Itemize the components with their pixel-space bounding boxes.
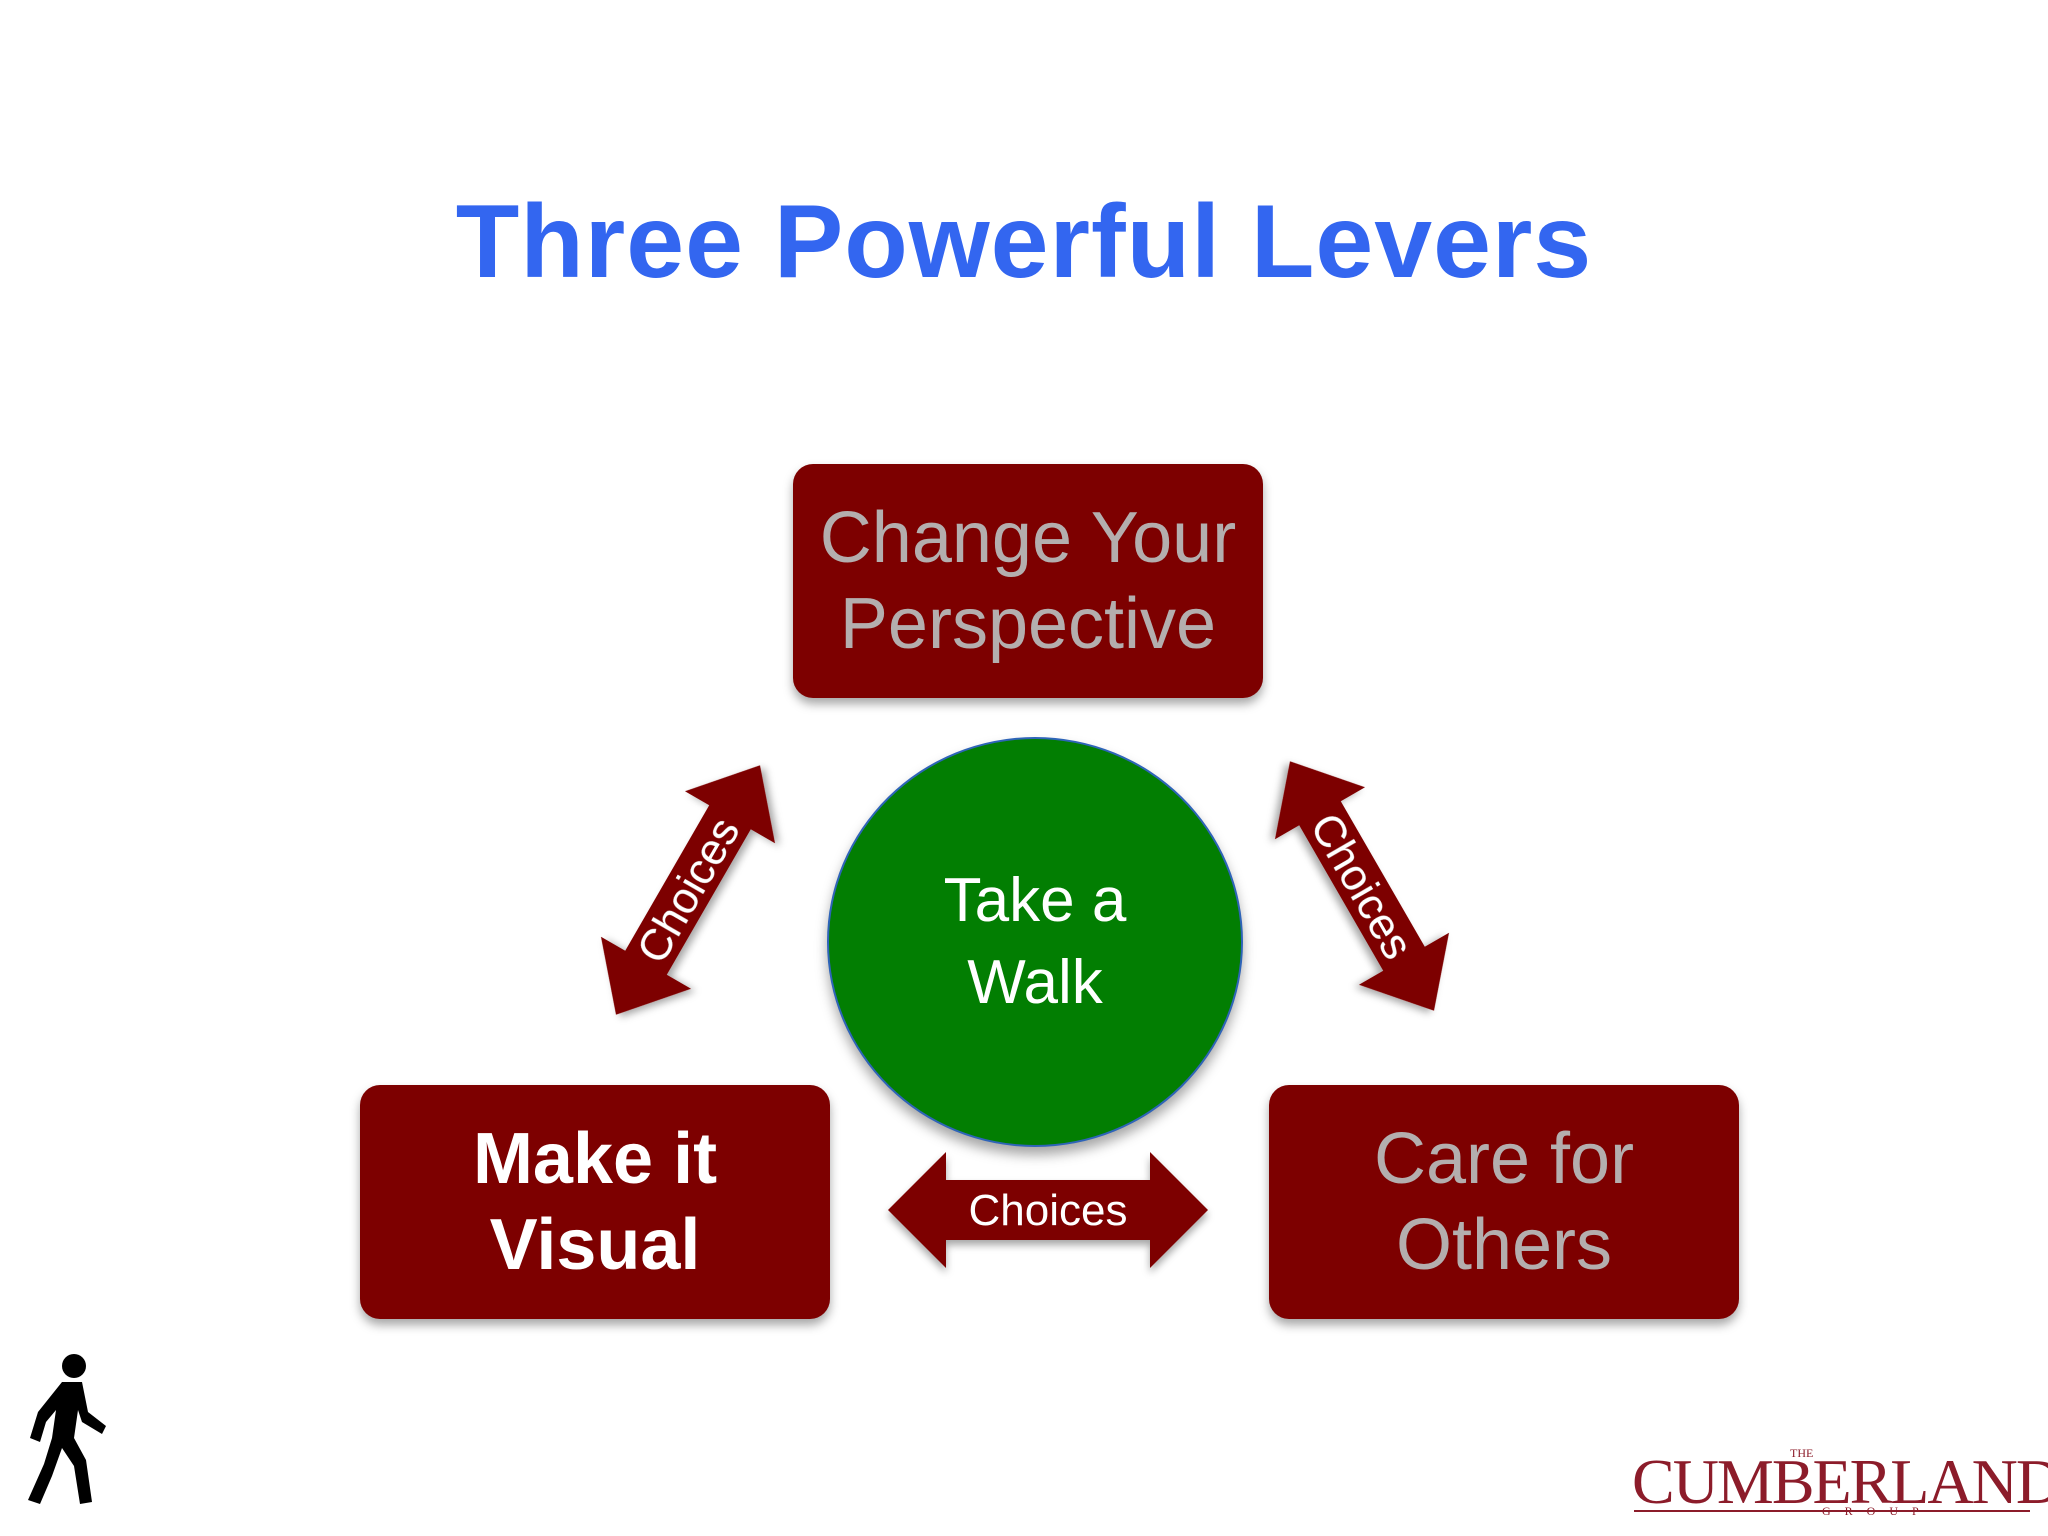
make-it-visual-label: Make it Visual — [472, 1119, 718, 1285]
right-diagonal-arrow: Choices — [1274, 761, 1450, 1011]
logo-underline — [1634, 1510, 2030, 1512]
logo-the-text: THE — [1790, 1446, 1814, 1460]
bottom-arrow: Choices — [888, 1152, 1208, 1268]
care-for-others-label: Care for Others — [1373, 1119, 1635, 1285]
take-a-walk-label: Take a Walk — [943, 866, 1127, 1017]
care-for-others-box: Care for Others — [1269, 1085, 1739, 1319]
slide-title: Three Powerful Levers — [455, 184, 1593, 300]
logo-group-text: GROUP — [1822, 1504, 1933, 1518]
bottom-arrow-label: Choices — [969, 1186, 1128, 1235]
left-diagonal-arrow: Choices — [600, 765, 776, 1015]
walking-person-icon — [22, 1352, 120, 1510]
change-perspective-box: Change Your Perspective — [793, 464, 1263, 698]
left-diagonal-arrow-label: Choices — [627, 809, 749, 971]
take-a-walk-circle: Take a Walk — [827, 737, 1243, 1147]
change-perspective-label: Change Your Perspective — [819, 498, 1237, 664]
make-it-visual-box: Make it Visual — [360, 1085, 830, 1319]
logo-main-text: CUMBERLAND — [1632, 1446, 2048, 1517]
right-diagonal-arrow-label: Choices — [1301, 805, 1423, 967]
cumberland-group-logo: THE CUMBERLAND GROUP — [1632, 1446, 2048, 1524]
